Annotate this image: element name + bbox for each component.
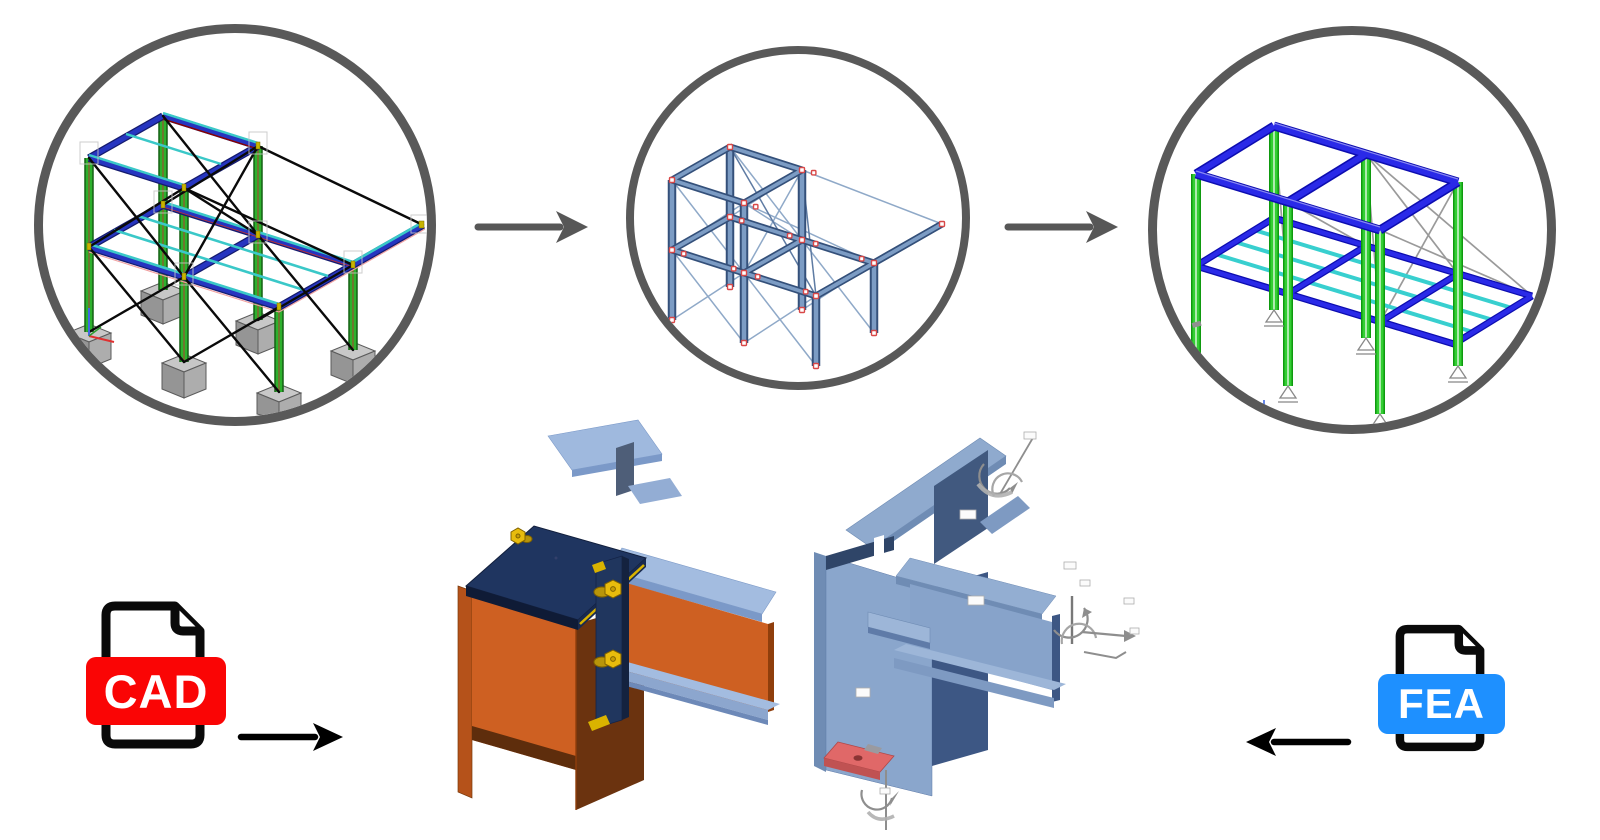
upper-shell-beam [845, 437, 1030, 564]
stage-circle-fea-model [1148, 26, 1556, 434]
fea-connection-detail-drawing [814, 431, 1140, 830]
roof-beams [1193, 121, 1461, 235]
end-plate [588, 555, 629, 731]
node-markers [668, 143, 946, 370]
stage-circle-analytical-model [626, 46, 970, 390]
arrow-stage1-to-stage2 [474, 211, 588, 243]
cad-label-text: CAD [103, 664, 209, 718]
joint-details [86, 141, 425, 311]
cad-frame-model-drawing [65, 111, 427, 417]
cad-file-badge: CAD [86, 657, 226, 725]
shell-beam [894, 557, 1066, 708]
mid-level-deck [1194, 214, 1534, 348]
cad-to-model-arrow [237, 723, 343, 751]
base-plate [823, 741, 895, 780]
stage-circle-cad-model [34, 24, 436, 426]
upper-beam [547, 419, 682, 504]
green-columns [1191, 126, 1463, 414]
fea-frame-model-drawing [1183, 121, 1534, 425]
foundation-blocks [65, 281, 377, 417]
brace-lines [671, 146, 943, 367]
black-braces [87, 114, 425, 394]
analytical-frame-model-drawing [667, 143, 946, 370]
support-symbols [1186, 308, 1468, 425]
cad-connection-detail-drawing [457, 419, 780, 810]
bolts [510, 527, 622, 669]
mid-level-beams [87, 200, 426, 313]
orange-beam [607, 547, 780, 725]
fea-file-badge: FEA [1378, 674, 1505, 734]
load-symbols [860, 435, 1136, 830]
arrow-stage2-to-stage3 [1004, 211, 1118, 243]
roof-beams [87, 111, 260, 192]
axes-triad-icon [88, 308, 115, 343]
seat-plate [867, 611, 931, 649]
member-tags [855, 431, 1140, 795]
model-to-fea-arrow [1246, 728, 1352, 756]
annotation-marks [1183, 320, 1265, 408]
fea-label-text: FEA [1398, 680, 1485, 727]
joint-wireframes [79, 131, 427, 286]
